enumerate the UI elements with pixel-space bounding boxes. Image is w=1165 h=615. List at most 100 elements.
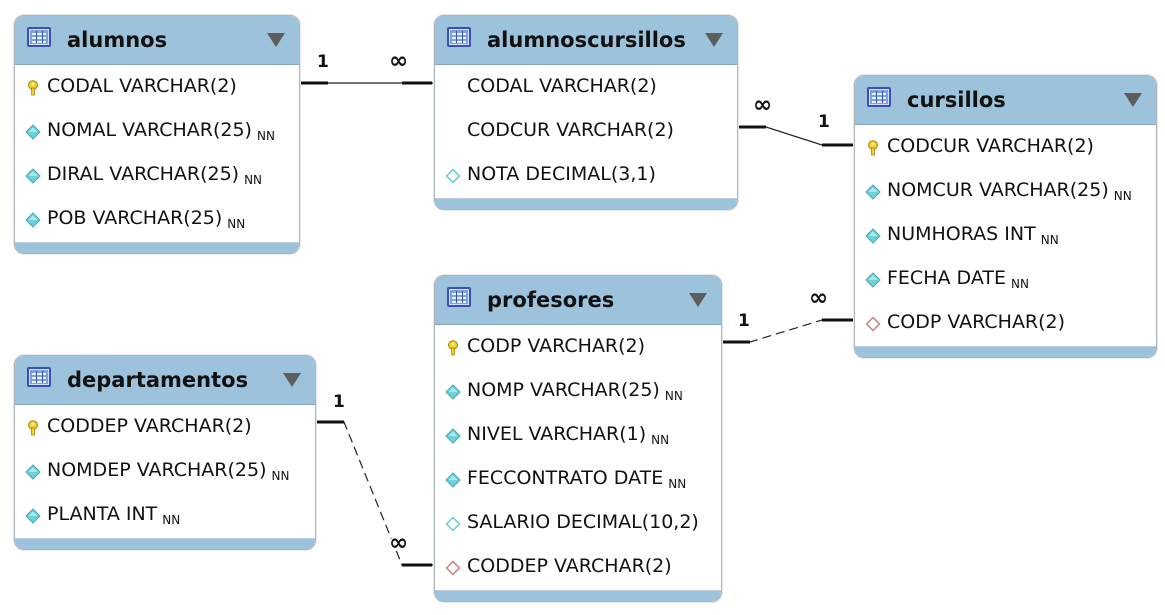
table-profesores[interactable]: profesores CODP VARCHAR(2) NOMP VARCHAR(2… [434, 275, 722, 602]
collapse-arrow-icon[interactable] [689, 293, 707, 307]
primary-key-icon [868, 140, 878, 156]
column-row[interactable]: SALARIO DECIMAL(10,2) [435, 502, 721, 546]
column-diamond-icon [25, 464, 41, 480]
column-name-type: CODCUR VARCHAR(2) [887, 135, 1094, 157]
relationship-profesores-cursillos[interactable] [721, 318, 853, 344]
table-title: alumnos [67, 28, 168, 52]
collapse-arrow-icon[interactable] [283, 373, 301, 387]
column-definition: CODDEP VARCHAR(2) [47, 415, 252, 437]
column-name-type: NUMHORAS INT [887, 223, 1036, 245]
column-row[interactable]: NOTA DECIMAL(3,1) [435, 154, 737, 198]
column-name-type: CODAL VARCHAR(2) [47, 75, 237, 97]
table-header[interactable]: cursillos [855, 76, 1156, 125]
nullable-diamond-icon [445, 168, 461, 184]
column-definition: NOMDEP VARCHAR(25)NN [47, 459, 289, 483]
column-name-type: POB VARCHAR(25) [47, 207, 223, 229]
column-list: CODDEP VARCHAR(2) NOMDEP VARCHAR(25)NN PLA… [15, 405, 315, 538]
column-diamond-icon [25, 123, 41, 140]
column-row[interactable]: CODP VARCHAR(2) [435, 326, 721, 370]
column-diamond-icon [25, 463, 41, 480]
column-row[interactable]: NOMDEP VARCHAR(25)NN [15, 450, 315, 494]
column-row[interactable]: NOMCUR VARCHAR(25)NN [855, 170, 1156, 214]
column-row[interactable]: POB VARCHAR(25)NN [15, 198, 299, 242]
column-name-type: CODP VARCHAR(2) [467, 335, 646, 357]
table-icon [867, 87, 891, 107]
column-row[interactable]: NOMAL VARCHAR(25)NN [15, 110, 299, 154]
cardinality-one-label: 1 [738, 311, 750, 331]
column-diamond-icon [25, 124, 41, 140]
column-definition: DIRAL VARCHAR(25)NN [47, 163, 262, 187]
column-name-type: CODDEP VARCHAR(2) [467, 555, 672, 577]
column-name-type: PLANTA INT [47, 503, 158, 525]
column-definition: POB VARCHAR(25)NN [47, 207, 245, 231]
column-definition: FECHA DATE NN [887, 267, 1029, 291]
table-cursillos[interactable]: cursillos CODCUR VARCHAR(2) NOMCUR VARCHA… [854, 75, 1157, 358]
collapse-arrow-icon[interactable] [1124, 93, 1142, 107]
column-row[interactable]: NIVEL VARCHAR(1)NN [435, 414, 721, 458]
column-row[interactable]: CODAL VARCHAR(2) [15, 66, 299, 110]
relationship-departamentos-profesores[interactable] [315, 420, 433, 567]
foreign-key-diamond-icon [445, 560, 461, 576]
column-definition: CODP VARCHAR(2) [467, 335, 645, 357]
not-null-flag: NN [668, 477, 687, 491]
table-title: cursillos [907, 88, 1006, 112]
table-footer [435, 590, 721, 601]
table-header[interactable]: departamentos [15, 356, 315, 405]
column-diamond-icon [445, 427, 461, 444]
no-icon [445, 123, 461, 139]
column-row[interactable]: DIRAL VARCHAR(25)NN [15, 154, 299, 198]
table-departamentos[interactable]: departamentos CODDEP VARCHAR(2) NOMDEP VA… [14, 355, 316, 550]
column-name-type: NOMDEP VARCHAR(25) [47, 459, 267, 481]
column-row[interactable]: CODAL VARCHAR(2) [435, 66, 737, 110]
collapse-arrow-icon[interactable] [267, 33, 285, 47]
cardinality-many-label: ∞ [753, 92, 773, 118]
column-diamond-icon [865, 272, 881, 288]
column-name-type: FECCONTRATO DATE [467, 467, 664, 489]
table-icon [27, 367, 51, 387]
table-header[interactable]: profesores [435, 276, 721, 325]
table-icon [447, 27, 471, 47]
column-list: CODCUR VARCHAR(2) NOMCUR VARCHAR(25)NN NUM… [855, 125, 1156, 346]
collapse-arrow-icon[interactable] [705, 33, 723, 47]
table-header[interactable]: alumnos [15, 16, 299, 65]
column-name-type: CODAL VARCHAR(2) [467, 75, 657, 97]
foreign-key-diamond-icon [865, 316, 881, 332]
cardinality-many-label: ∞ [389, 530, 409, 556]
column-diamond-icon [865, 183, 881, 200]
column-definition: CODCUR VARCHAR(2) [887, 135, 1094, 157]
column-row[interactable]: CODCUR VARCHAR(2) [855, 126, 1156, 170]
relationship-alumnoscursillos-cursillos[interactable] [737, 125, 853, 147]
cardinality-many-label: ∞ [389, 48, 409, 74]
column-row[interactable]: FECHA DATE NN [855, 258, 1156, 302]
column-definition: NOMAL VARCHAR(25)NN [47, 119, 275, 143]
column-row[interactable]: FECCONTRATO DATE NN [435, 458, 721, 502]
column-diamond-icon [445, 384, 461, 400]
nullable-diamond-icon [445, 516, 461, 532]
column-row[interactable]: CODCUR VARCHAR(2) [435, 110, 737, 154]
column-name-type: CODDEP VARCHAR(2) [47, 415, 252, 437]
not-null-flag: NN [1113, 189, 1132, 203]
column-name-type: FECHA DATE [887, 267, 1006, 289]
column-diamond-icon [25, 507, 41, 524]
table-header[interactable]: alumnoscursillos [435, 16, 737, 65]
table-footer [15, 538, 315, 549]
not-null-flag: NN [1010, 277, 1029, 291]
table-title: alumnoscursillos [487, 28, 686, 52]
nullable-diamond-icon [445, 167, 461, 184]
primary-key-icon [25, 419, 41, 436]
foreign-key-diamond-icon [865, 315, 881, 332]
column-row[interactable]: CODDEP VARCHAR(2) [15, 406, 315, 450]
column-definition: NOMCUR VARCHAR(25)NN [887, 179, 1132, 203]
column-name-type: NIVEL VARCHAR(1) [467, 423, 647, 445]
column-row[interactable]: CODP VARCHAR(2) [855, 302, 1156, 346]
table-alumnos[interactable]: alumnos CODAL VARCHAR(2) NOMAL VARCHAR(25… [14, 15, 300, 254]
table-icon [447, 287, 471, 307]
table-footer [15, 242, 299, 253]
column-row[interactable]: CODDEP VARCHAR(2) [435, 546, 721, 590]
table-alumnoscursillos[interactable]: alumnoscursillos CODAL VARCHAR(2) CODCUR … [434, 15, 738, 210]
column-name-type: CODCUR VARCHAR(2) [467, 119, 674, 141]
column-row[interactable]: NOMP VARCHAR(25)NN [435, 370, 721, 414]
